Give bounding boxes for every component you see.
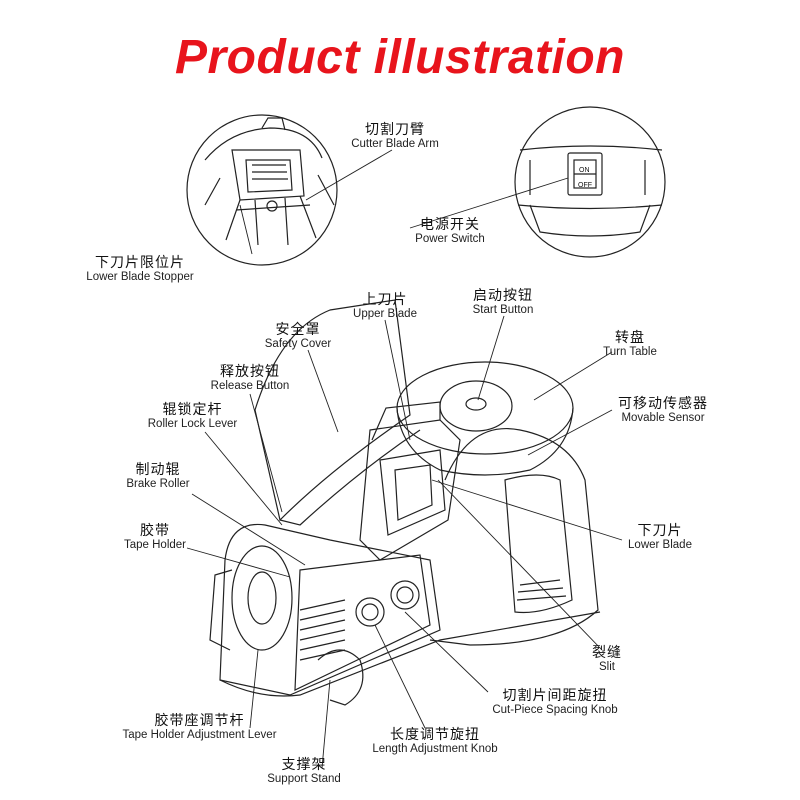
switch-on-text: ON	[579, 167, 590, 174]
switch-off-text: OFF	[578, 182, 592, 189]
machine-body	[209, 299, 601, 706]
page-title: Product illustration	[174, 31, 625, 84]
switch-detail-circle	[514, 106, 666, 258]
cutter-detail-circle	[186, 114, 338, 266]
leader-lines	[186, 149, 623, 769]
